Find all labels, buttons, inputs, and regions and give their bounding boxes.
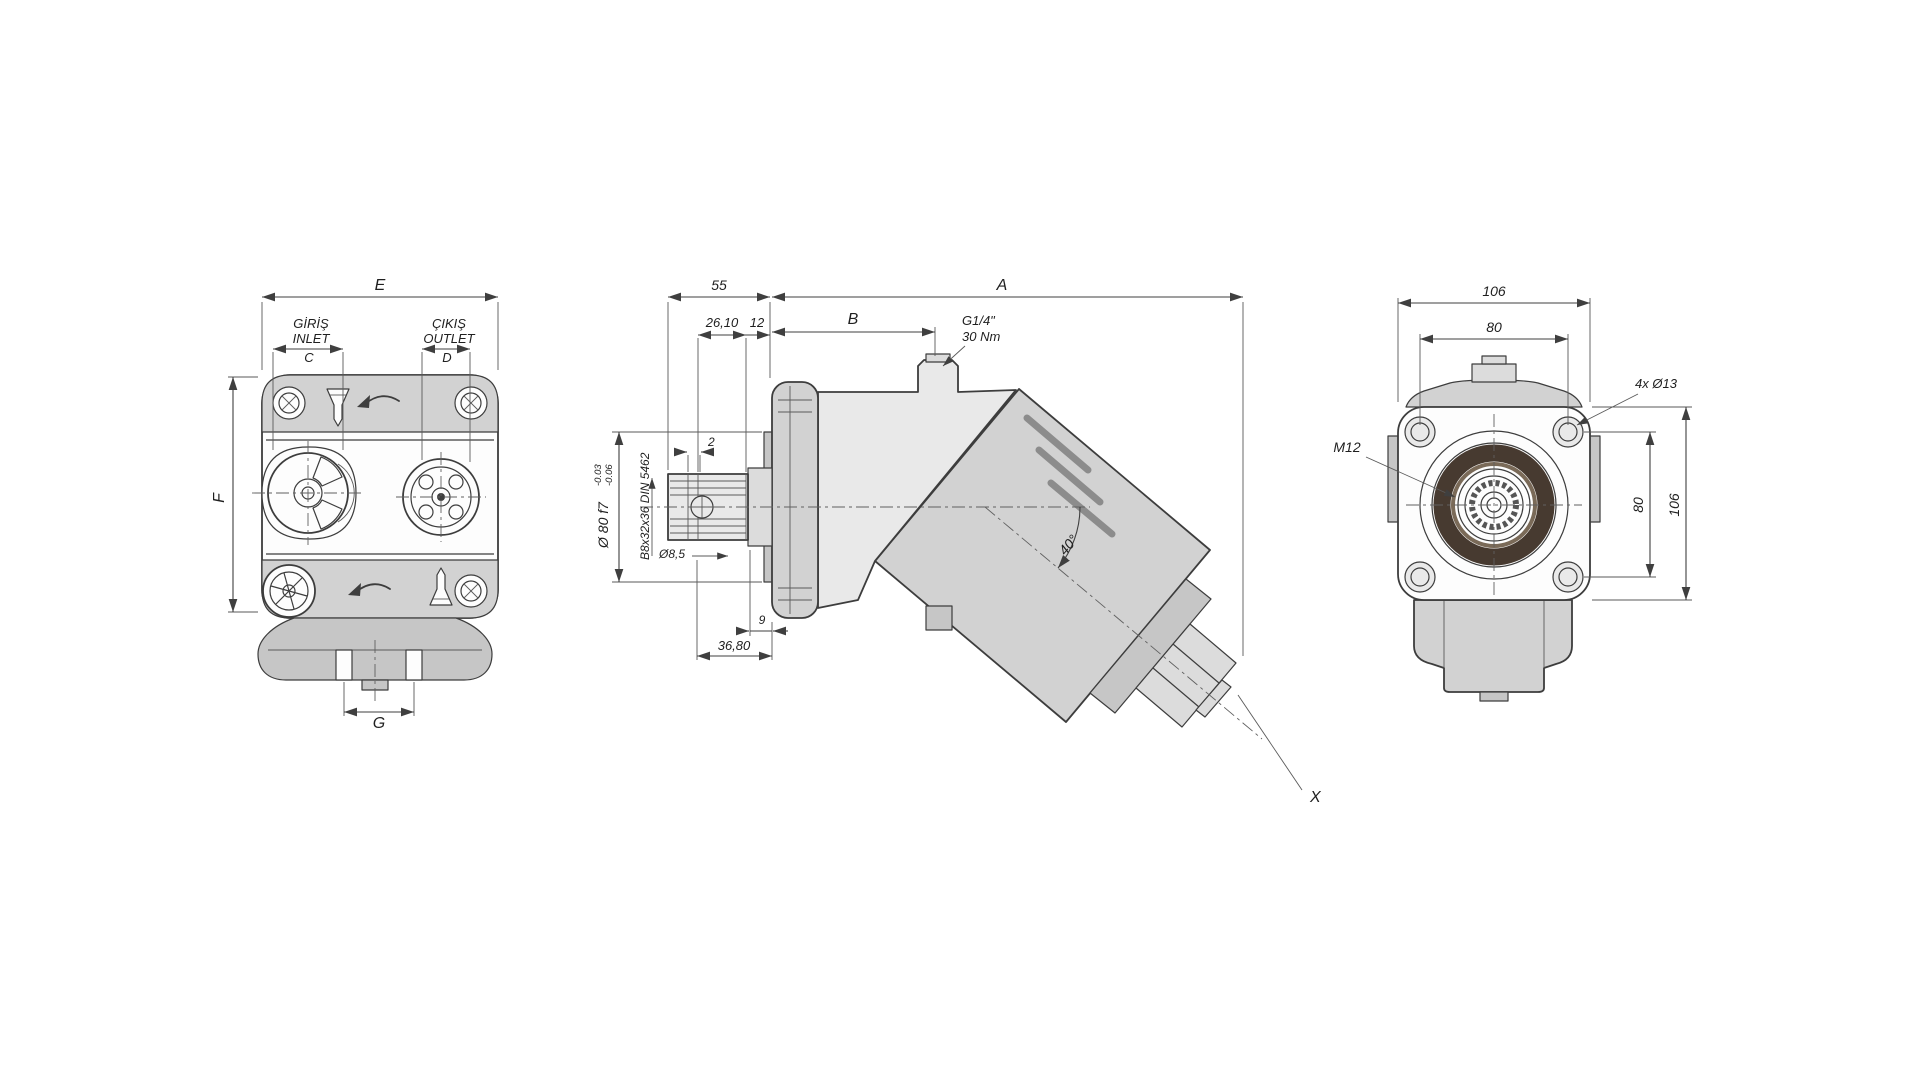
port-passage bbox=[312, 499, 343, 530]
bolt-hole-icon bbox=[454, 386, 488, 420]
drain-boss bbox=[925, 605, 953, 631]
dim-106-right-label: 106 bbox=[1666, 493, 1682, 517]
front-body bbox=[817, 359, 1017, 609]
inlet-label-tr: GİRİŞ bbox=[293, 316, 329, 331]
dim-c-label: C bbox=[304, 350, 314, 365]
dim-e-label: E bbox=[375, 277, 386, 294]
vent-slot bbox=[1047, 479, 1116, 538]
dim-80-top-label: 80 bbox=[1486, 319, 1502, 335]
bolt-hole-icon bbox=[272, 386, 306, 420]
bottom-tab bbox=[1479, 691, 1509, 702]
bolt-hole-icon bbox=[454, 574, 488, 608]
wheel-bolt-icon bbox=[262, 564, 316, 618]
mounting-slot bbox=[405, 649, 423, 681]
bolt-hole-icon bbox=[1404, 561, 1436, 593]
spline-spec-label: B8x32x36 DIN 5462 bbox=[638, 452, 652, 560]
port-plug bbox=[925, 353, 951, 363]
rear-view: M12 4x Ø13 106 80 80 106 bbox=[1333, 283, 1692, 702]
dim-f-label: F bbox=[211, 492, 228, 503]
top-hex-plug bbox=[1471, 363, 1517, 383]
rotation-arrow-icon bbox=[348, 583, 391, 596]
dim-d-label: D bbox=[442, 350, 451, 365]
shaft-tol-lower: -0.06 bbox=[604, 464, 615, 486]
dim-g-label: G bbox=[373, 715, 385, 732]
top-housing-profile bbox=[1405, 379, 1583, 408]
outlet-port bbox=[396, 452, 486, 542]
dim-12-label: 12 bbox=[750, 315, 765, 330]
dim-a-label: A bbox=[996, 277, 1008, 294]
port-thread-label: G1/4" bbox=[962, 313, 996, 328]
m12-label: M12 bbox=[1333, 439, 1360, 455]
dim-2610-label: 26,10 bbox=[705, 315, 739, 330]
bolt-holes-label: 4x Ø13 bbox=[1635, 376, 1678, 391]
center-hole-label: Ø8,5 bbox=[658, 547, 685, 561]
dim-80-right-label: 80 bbox=[1630, 497, 1646, 513]
dim-2-label: 2 bbox=[707, 435, 715, 449]
inlet-label-en: INLET bbox=[293, 331, 331, 346]
oil-drain-funnel-icon bbox=[429, 567, 453, 606]
hex-fitting bbox=[1135, 623, 1237, 728]
shaft-diameter-label: Ø 80 f7 bbox=[595, 501, 611, 549]
mounting-flange-side bbox=[771, 381, 819, 619]
mounting-slot bbox=[335, 649, 353, 681]
vent-slot bbox=[1023, 414, 1092, 474]
dim-b-label: B bbox=[848, 311, 859, 328]
shaft-tol-upper: -0.03 bbox=[593, 464, 604, 486]
dim-9-label: 9 bbox=[759, 613, 766, 627]
port-passage bbox=[312, 456, 343, 487]
front-view: E GİRİŞ INLET C ÇIKIŞ OUTLET D F G bbox=[211, 277, 499, 732]
shaft-seal-assembly bbox=[1406, 414, 1582, 596]
bottom-housing-profile bbox=[1413, 599, 1573, 693]
port-torque-label: 30 Nm bbox=[962, 329, 1000, 344]
spline-bore bbox=[1469, 480, 1519, 530]
dim-3680-label: 36,80 bbox=[718, 638, 751, 653]
dim-106-top-label: 106 bbox=[1482, 283, 1506, 299]
inlet-port bbox=[252, 441, 364, 545]
side-view: 40° X 55 A 26,10 12 B G1/4" 30 Nm 2 bbox=[593, 277, 1322, 806]
outlet-label-tr: ÇIKIŞ bbox=[432, 316, 466, 331]
bolt-hole-icon bbox=[1552, 561, 1584, 593]
outlet-label-en: OUTLET bbox=[423, 331, 475, 346]
detail-x-label: X bbox=[1309, 789, 1322, 806]
rotation-arrow-icon bbox=[357, 395, 400, 408]
vent-slot bbox=[1035, 446, 1104, 506]
dim-55-label: 55 bbox=[711, 277, 727, 293]
